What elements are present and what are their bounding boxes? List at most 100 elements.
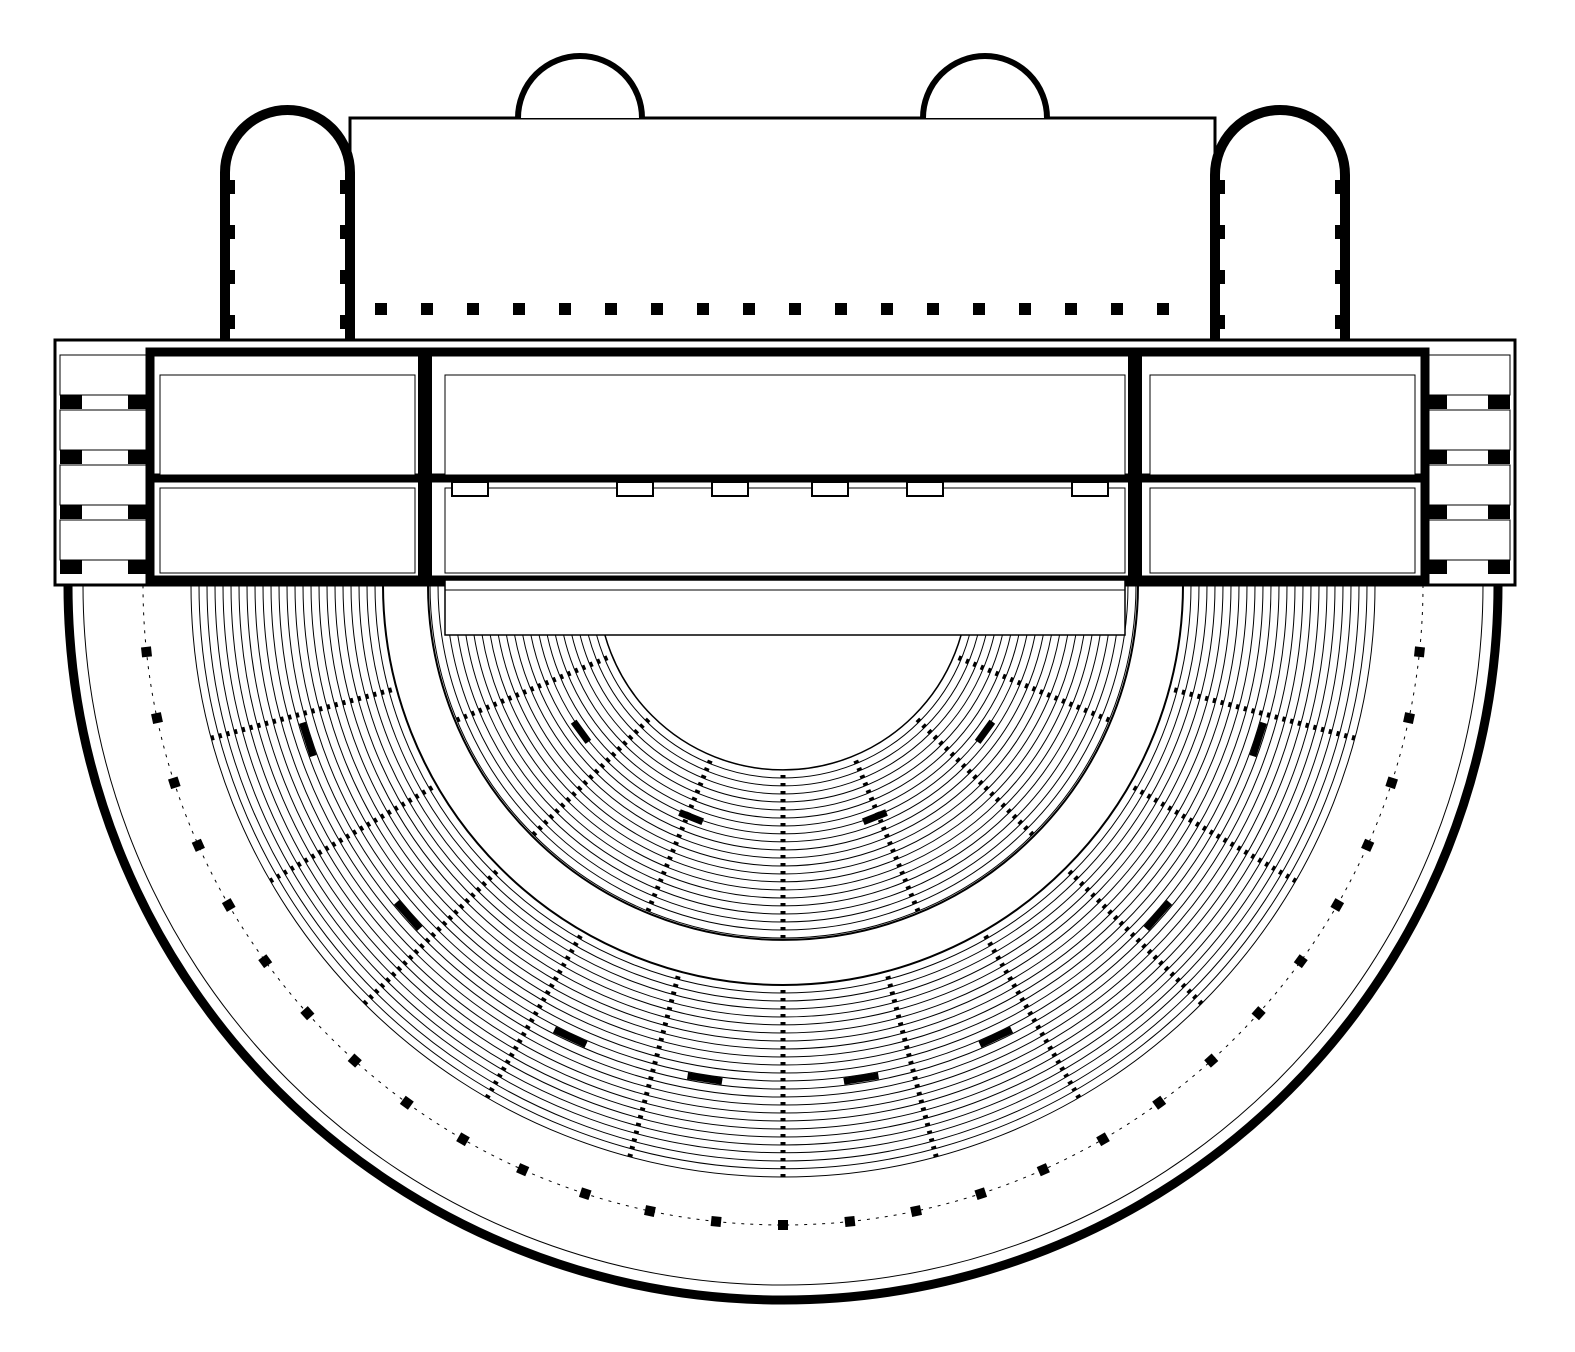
tower-pier <box>340 315 354 329</box>
portico-column <box>1152 1095 1167 1110</box>
upper-vomitorium <box>552 1026 588 1048</box>
hall-apse <box>515 53 645 119</box>
hall-column <box>743 303 755 315</box>
hall-column <box>927 303 939 315</box>
hall-column <box>789 303 801 315</box>
lower-stair <box>644 759 713 914</box>
tower-pier <box>1335 180 1349 194</box>
portico-column <box>151 712 163 724</box>
tower-pier <box>1335 315 1349 329</box>
side-pier <box>60 450 82 464</box>
niche <box>616 481 654 497</box>
side-chamber <box>1424 354 1511 396</box>
hall-column <box>559 303 571 315</box>
stage-room <box>159 487 416 574</box>
niche <box>711 481 749 497</box>
tower-pier <box>221 270 235 284</box>
side-pier <box>128 450 150 464</box>
niche <box>1071 481 1109 497</box>
portico-column <box>974 1187 988 1200</box>
hall-column <box>467 303 479 315</box>
stage-room <box>444 487 1126 574</box>
side-pier <box>1425 450 1447 464</box>
outer-wall <box>63 584 1503 1305</box>
upper-vomitorium <box>978 1026 1014 1048</box>
lower-stair <box>915 717 1036 838</box>
hall-column <box>605 303 617 315</box>
side-pier <box>60 395 82 409</box>
lower-vomitorium <box>570 719 592 744</box>
side-chamber <box>59 409 151 451</box>
tower-pier <box>1335 225 1349 239</box>
side-chamber <box>1424 464 1511 506</box>
porticus-hall <box>348 116 1217 352</box>
portico-column <box>1036 1163 1050 1177</box>
niche <box>811 481 849 497</box>
portico-column <box>347 1053 362 1068</box>
hall-column <box>1019 303 1031 315</box>
side-pier <box>60 560 82 574</box>
lower-vomitorium <box>974 719 996 744</box>
portico-column <box>1385 776 1398 790</box>
stage-room <box>1149 374 1416 476</box>
portico-column <box>578 1187 592 1200</box>
hall-column <box>1065 303 1077 315</box>
lower-stair <box>530 717 651 838</box>
tower-pier <box>221 180 235 194</box>
portico-column <box>1413 646 1425 658</box>
side-pier <box>1425 395 1447 409</box>
hall-column <box>697 303 709 315</box>
tower-pier <box>340 270 354 284</box>
tower-pier <box>1335 270 1349 284</box>
lower-vomitorium <box>862 809 888 826</box>
tower-pier <box>221 225 235 239</box>
portico-column <box>1251 1006 1266 1021</box>
side-pier <box>1425 560 1447 574</box>
side-chamber <box>59 464 151 506</box>
hall-apse <box>920 53 1050 119</box>
lower-vomitorium <box>678 809 704 826</box>
hall-column <box>835 303 847 315</box>
side-pier <box>128 505 150 519</box>
portico-column <box>516 1163 530 1177</box>
outer-wall-inner-line <box>82 584 1484 1286</box>
portico-column <box>1096 1132 1110 1147</box>
hall-column <box>375 303 387 315</box>
portico-column <box>1293 954 1308 969</box>
outer-wall-joints <box>74 584 1492 1294</box>
upper-vomitorium <box>687 1072 723 1085</box>
stage-room <box>444 374 1126 476</box>
tower-pier <box>340 225 354 239</box>
tower-pier <box>1211 225 1225 239</box>
portico-column <box>1361 838 1375 852</box>
side-chamber <box>59 354 151 396</box>
upper-vomitorium <box>1143 900 1173 931</box>
side-pier <box>60 505 82 519</box>
portico-column <box>844 1215 856 1227</box>
lower-stair <box>454 655 609 724</box>
hall-column <box>973 303 985 315</box>
portico-column <box>1204 1053 1219 1068</box>
tower-pier <box>1211 180 1225 194</box>
side-pier <box>1488 395 1510 409</box>
side-pier <box>1488 450 1510 464</box>
portico-column <box>399 1095 414 1110</box>
tower-pier <box>221 315 235 329</box>
upper-vomitorium <box>1249 721 1267 758</box>
hall-column <box>1157 303 1169 315</box>
apsidal-tower <box>1210 105 1350 350</box>
portico-column <box>710 1215 722 1227</box>
side-pier <box>128 395 150 409</box>
side-pier <box>1425 505 1447 519</box>
portico-column <box>1403 712 1415 724</box>
hall-column <box>651 303 663 315</box>
side-pier <box>1488 560 1510 574</box>
side-pier <box>128 560 150 574</box>
pulpitum <box>444 579 1126 636</box>
tower-pier <box>1211 270 1225 284</box>
portico-column <box>456 1132 470 1147</box>
niche <box>906 481 944 497</box>
portico-column <box>191 838 205 852</box>
stage-building <box>53 53 1517 636</box>
